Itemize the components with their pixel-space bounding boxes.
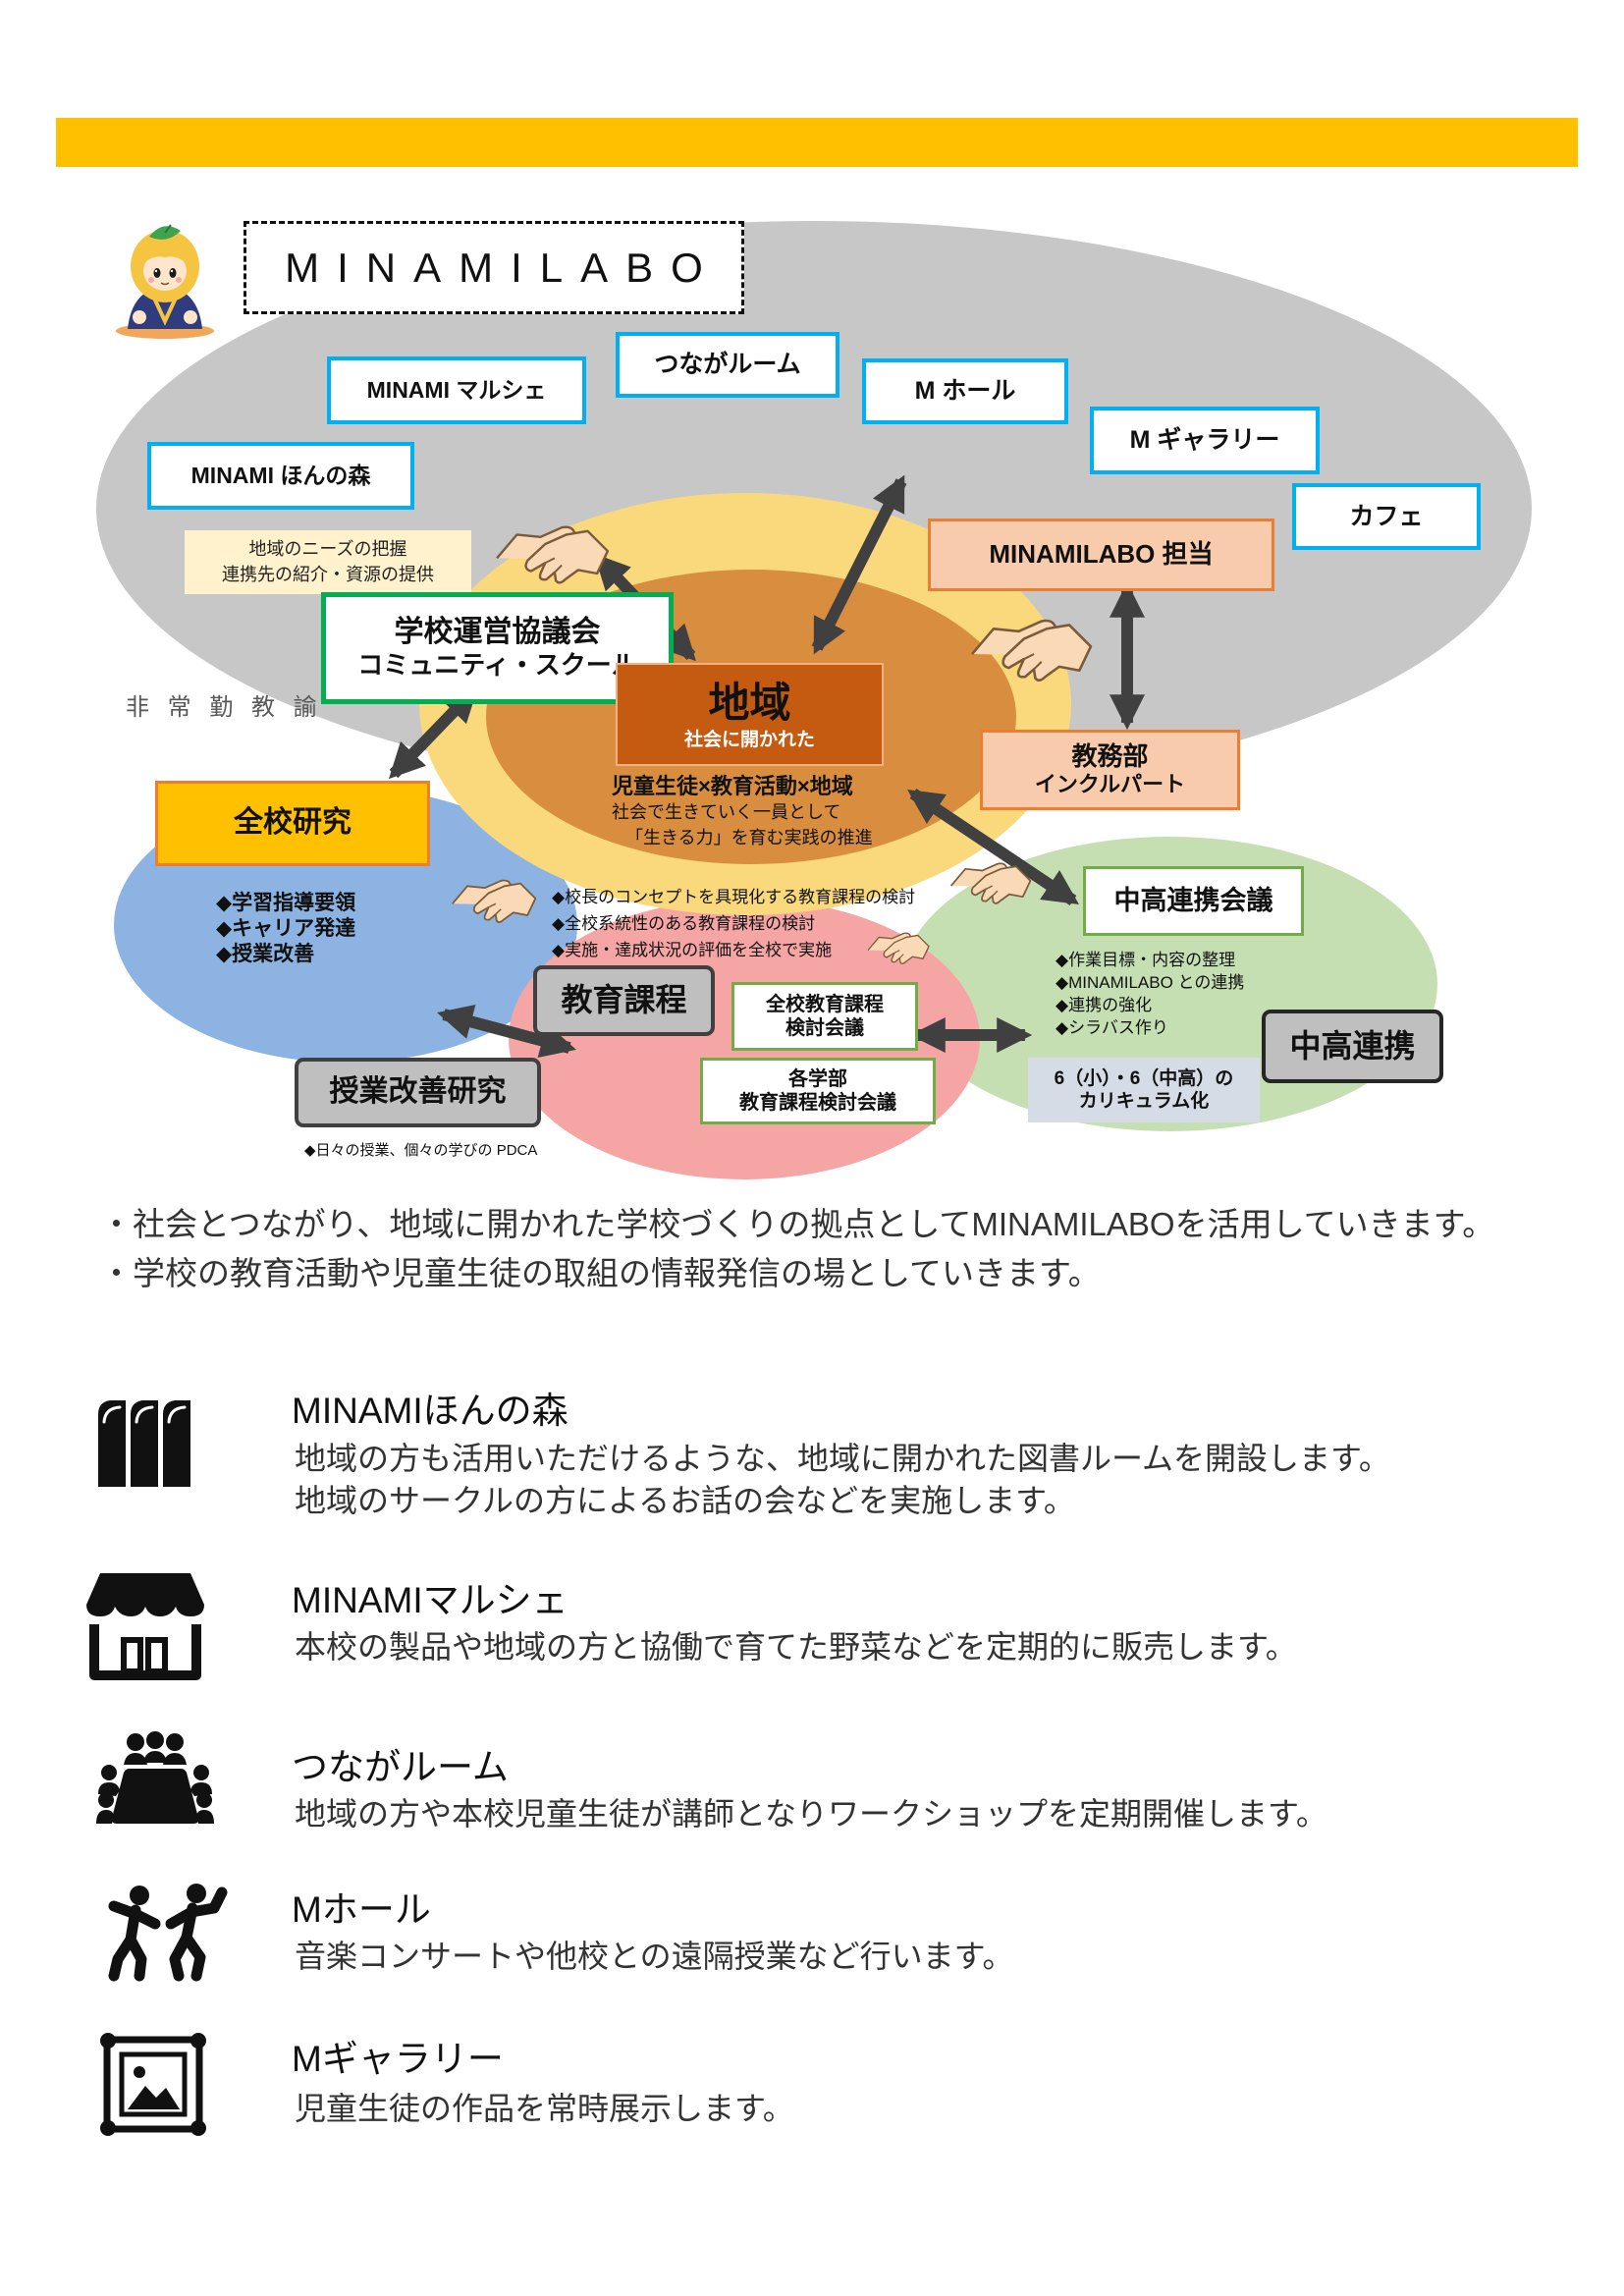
list-item: ◆全校系統性のある教育課程の検討 [552, 914, 816, 933]
feature-description: 児童生徒の作品を常時展示します。 [295, 2091, 794, 2126]
feature-title: Mギャラリー [292, 2039, 504, 2079]
facility-m-hall: M ホール [862, 358, 1068, 424]
school-research-items: ◆学習指導要領 ◆キャリア発達 ◆授業改善 [216, 891, 355, 967]
intro-line: ・社会とつながり、地域に開かれた学校づくりの拠点としてMINAMILABOを活用… [100, 1206, 1495, 1242]
part-time-teacher-label: 非 常 勤 教 諭 [126, 694, 323, 721]
community-needs-box: 地域のニーズの把握 連携先の紹介・資源の提供 [185, 530, 471, 594]
meeting-icon [96, 1731, 214, 1824]
dancers-icon [108, 1884, 228, 1982]
curriculum-note-line: カリキュラム化 [1078, 1091, 1210, 1112]
handshake-icon [948, 848, 1033, 911]
minamilabo-title: MINAMILABO [244, 221, 744, 314]
lesson-note: ◆日々の授業、個々の学びの PDCA [304, 1142, 538, 1159]
picture-frame-icon [100, 2033, 206, 2136]
community-subtitle: 社会に開かれた [683, 729, 815, 750]
facility-cafe: カフェ [1292, 483, 1481, 550]
header-accent-bar [56, 118, 1578, 167]
handshake-icon [965, 601, 1098, 689]
list-item: ◆学習指導要領 [216, 892, 356, 914]
community-title: 地域 [708, 680, 791, 727]
arrow-community-hall [811, 474, 907, 655]
council-subtitle: コミュニティ・スクール [357, 650, 637, 681]
list-item: ◆MINAMILABO との連携 [1056, 973, 1245, 992]
jh-link-box: 中高連携 [1262, 1010, 1443, 1083]
list-item: ◆校長のコンセプトを具現化する教育課程の検討 [552, 888, 916, 906]
needs-line: 連携先の紹介・資源の提供 [222, 564, 434, 584]
core-line: 「生きる力」を育む実践の推進 [625, 828, 873, 847]
core-line: 社会で生きていく一員として [612, 802, 841, 822]
lesson-research-box: 授業改善研究 [295, 1058, 541, 1127]
books-icon [98, 1400, 190, 1487]
council-title: 学校運営協議会 [394, 615, 601, 648]
school-research-box: 全校研究 [155, 781, 430, 866]
handshake-icon [486, 509, 619, 591]
intro-text: ・社会とつながり、地域に開かれた学校づくりの拠点としてMINAMILABOを活用… [100, 1200, 1494, 1298]
list-item: ◆授業改善 [216, 943, 315, 965]
feature-title: Mホール [292, 1889, 431, 1930]
feature-title: MINAMIマルシェ [292, 1580, 568, 1620]
meeting-line: 検討会議 [785, 1017, 864, 1039]
feature-description: 地域の方も活用いただけるような、地域に開かれた図書ルームを開設します。 [295, 1441, 1390, 1476]
curriculum-items: ◆校長のコンセプトを具現化する教育課程の検討 ◆全校系統性のある教育課程の検討 … [552, 884, 915, 963]
jh-meeting-box: 中高連携会議 [1083, 866, 1304, 936]
labo-staff-box: MINAMILABO 担当 [928, 519, 1274, 591]
facility-tsunaga-room: つながルーム [616, 332, 839, 398]
facility-m-gallery: M ギャラリー [1090, 407, 1320, 474]
feature-title: MINAMIほんの森 [292, 1391, 568, 1431]
core-line: 児童生徒×教育活動×地域 [612, 774, 853, 798]
academic-affairs-title: 教務部 [1071, 740, 1149, 771]
community-box: 地域 社会に開かれた [616, 663, 884, 766]
academic-affairs-subtitle: インクルパート [1034, 772, 1186, 797]
handshake-icon [450, 866, 538, 929]
curriculum-note-box: 6（小）・6（中高）の カリキュラム化 [1028, 1058, 1260, 1122]
school-curriculum-meeting-box: 全校教育課程 検討会議 [731, 982, 918, 1051]
facility-honnomori: MINAMI ほんの森 [147, 442, 414, 510]
meeting-line: 教育課程検討会議 [739, 1092, 896, 1114]
list-item: ◆実施・達成状況の評価を全校で実施 [552, 941, 833, 959]
jh-meeting-items: ◆作業目標・内容の整理 ◆MINAMILABO との連携 ◆連携の強化 ◆シラバ… [1056, 949, 1244, 1039]
meeting-line: 全校教育課程 [766, 993, 884, 1015]
academic-affairs-box: 教務部 インクルパート [980, 730, 1240, 810]
feature-description: 本校の製品や地域の方と協働で育てた野菜などを定期的に販売します。 [295, 1629, 1297, 1665]
needs-line: 地域のニーズの把握 [248, 539, 407, 560]
dept-curriculum-meeting-box: 各学部 教育課程検討会議 [700, 1058, 936, 1124]
feature-title: つながルーム [292, 1747, 509, 1787]
core-statement: 児童生徒×教育活動×地域 社会で生きていく一員として 「生きる力」を育む実践の推… [612, 774, 873, 850]
store-icon [86, 1573, 204, 1680]
meeting-line: 各学部 [788, 1067, 847, 1090]
feature-description: 音楽コンサートや他校との遠隔授業など行います。 [295, 1939, 1014, 1974]
feature-description: 地域の方や本校児童生徒が講師となりワークショップを定期開催します。 [295, 1796, 1327, 1831]
list-item: ◆連携の強化 [1056, 996, 1153, 1014]
list-item: ◆作業目標・内容の整理 [1056, 951, 1236, 969]
feature-description: 地域のサークルの方によるお話の会などを実施します。 [295, 1483, 1075, 1518]
list-item: ◆シラバス作り [1056, 1018, 1168, 1037]
intro-line: ・学校の教育活動や児童生徒の取組の情報発信の場としていきます。 [100, 1255, 1101, 1291]
list-item: ◆キャリア発達 [216, 917, 356, 940]
mascot-illustration [116, 224, 214, 339]
curriculum-note-line: 6（小）・6（中高）の [1054, 1067, 1234, 1089]
facility-marche: MINAMI マルシェ [327, 356, 586, 424]
curriculum-box: 教育課程 [533, 965, 715, 1036]
